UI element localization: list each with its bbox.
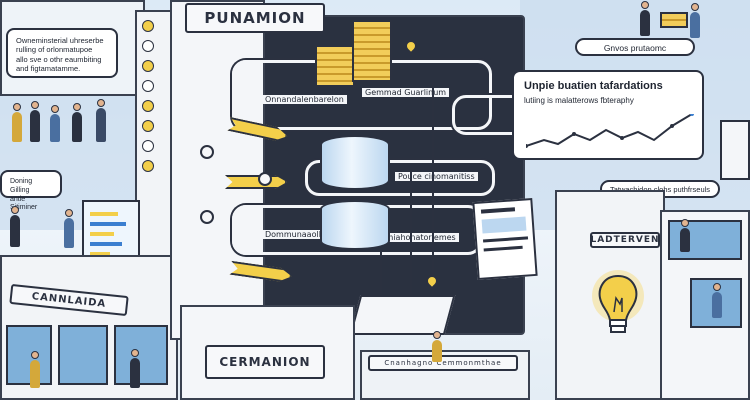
gear-icon xyxy=(200,210,214,224)
left-mid-caption: Doning Gilling antle Sitiminer xyxy=(0,170,62,211)
database-icon xyxy=(320,200,390,250)
window xyxy=(114,325,168,385)
chart-panel-subtitle: lutiing is malatterows fbteraphy xyxy=(524,95,634,105)
person xyxy=(130,349,140,388)
window-light xyxy=(142,40,154,52)
flow-arrow xyxy=(225,175,287,189)
window xyxy=(58,325,108,385)
person xyxy=(64,209,74,248)
chart-panel: Unpie buatien tafardations lutiing is ma… xyxy=(512,70,704,160)
right-tower-sign: LADTERVEN xyxy=(590,232,660,248)
window-light xyxy=(142,80,154,92)
trend-point xyxy=(572,132,576,136)
map-board xyxy=(349,295,456,335)
window-light xyxy=(142,140,154,152)
document-icon xyxy=(472,198,538,280)
connector-line xyxy=(432,80,434,320)
lightbulb-icon xyxy=(592,270,644,333)
pipe-label-middle: Pouce cinomanitiss xyxy=(395,172,478,181)
window-light xyxy=(142,60,154,72)
person xyxy=(690,3,700,38)
chart-panel-title: Unpie buatien tafardations xyxy=(524,80,663,92)
trend-point xyxy=(620,136,624,140)
pipe-label-lower-left: Dommunaaolleae xyxy=(262,230,339,239)
person xyxy=(50,105,60,142)
gear-icon xyxy=(200,145,214,159)
person xyxy=(640,1,650,36)
window-light xyxy=(142,120,154,132)
pipe-label-upper-left: Onnandalenbarelon xyxy=(262,95,347,104)
person xyxy=(680,219,690,252)
connector-line xyxy=(410,170,412,320)
gear-icon xyxy=(258,172,272,186)
pipe-label-upper-right: Gemmad Guarlinum xyxy=(362,88,450,97)
top-left-caption: Owneminsterial uhreserbe rulling of orlo… xyxy=(6,28,118,78)
window xyxy=(6,325,52,385)
person xyxy=(712,283,722,318)
trend-point xyxy=(670,124,674,128)
connector-line xyxy=(380,250,382,320)
central-left-wall xyxy=(170,0,265,340)
right-edge-panel xyxy=(720,120,750,180)
person xyxy=(12,103,22,142)
person xyxy=(432,331,442,362)
left-column-windows xyxy=(142,20,166,300)
database-icon xyxy=(320,135,390,190)
person xyxy=(72,103,82,142)
chart-icon xyxy=(526,114,694,148)
window-light xyxy=(142,20,154,32)
coins-icon xyxy=(660,12,688,28)
trend-line xyxy=(526,114,693,147)
person xyxy=(10,206,20,247)
top-sign: PUNAMION xyxy=(185,3,325,33)
window-light xyxy=(142,160,154,172)
bottom-sign: CERMANION xyxy=(205,345,325,379)
trend-point xyxy=(526,144,528,148)
coins-icon xyxy=(315,45,355,87)
middle-pipe xyxy=(305,160,495,196)
dashboard-rows xyxy=(90,212,130,256)
window-light xyxy=(142,100,154,112)
top-right-pill: Gnvos prutaomc xyxy=(575,38,695,56)
coins-icon xyxy=(352,20,392,82)
person xyxy=(30,101,40,142)
person xyxy=(30,351,40,388)
person xyxy=(96,99,106,142)
bottom-strip-label: Cnanhagno Cemmonmthae xyxy=(368,355,518,371)
trend-point xyxy=(690,114,694,116)
